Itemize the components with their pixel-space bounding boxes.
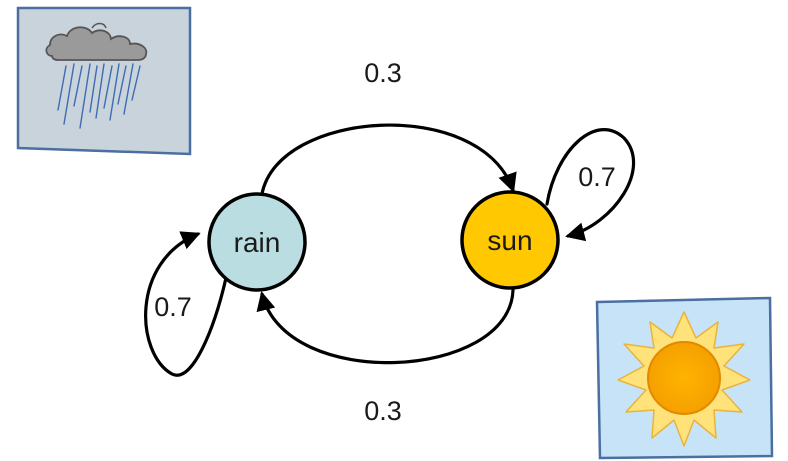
prob-sun-to-rain: 0.3 xyxy=(364,396,402,426)
rain-picture xyxy=(16,6,192,156)
edge-rain-to-sun xyxy=(260,123,517,196)
transition-edges xyxy=(144,123,636,377)
prob-rain-to-sun: 0.3 xyxy=(364,58,402,88)
rain-picture-frame xyxy=(16,6,192,156)
state-rain-circle xyxy=(207,192,307,292)
state-sun-circle xyxy=(460,190,560,290)
prob-sun-self: 0.7 xyxy=(578,162,616,192)
state-rain-label: rain xyxy=(234,227,281,258)
sun-picture xyxy=(595,296,774,460)
prob-rain-self: 0.7 xyxy=(154,292,192,322)
edge-sun-self xyxy=(545,128,636,242)
rain-streaks xyxy=(57,63,141,129)
state-sun: sun xyxy=(460,190,560,290)
rain-cloud-icon xyxy=(45,22,148,61)
sun-icon xyxy=(617,311,751,447)
edge-sun-to-rain xyxy=(256,288,515,365)
state-sun-label: sun xyxy=(487,225,532,256)
edge-rain-self xyxy=(144,231,228,377)
state-rain: rain xyxy=(207,192,307,292)
